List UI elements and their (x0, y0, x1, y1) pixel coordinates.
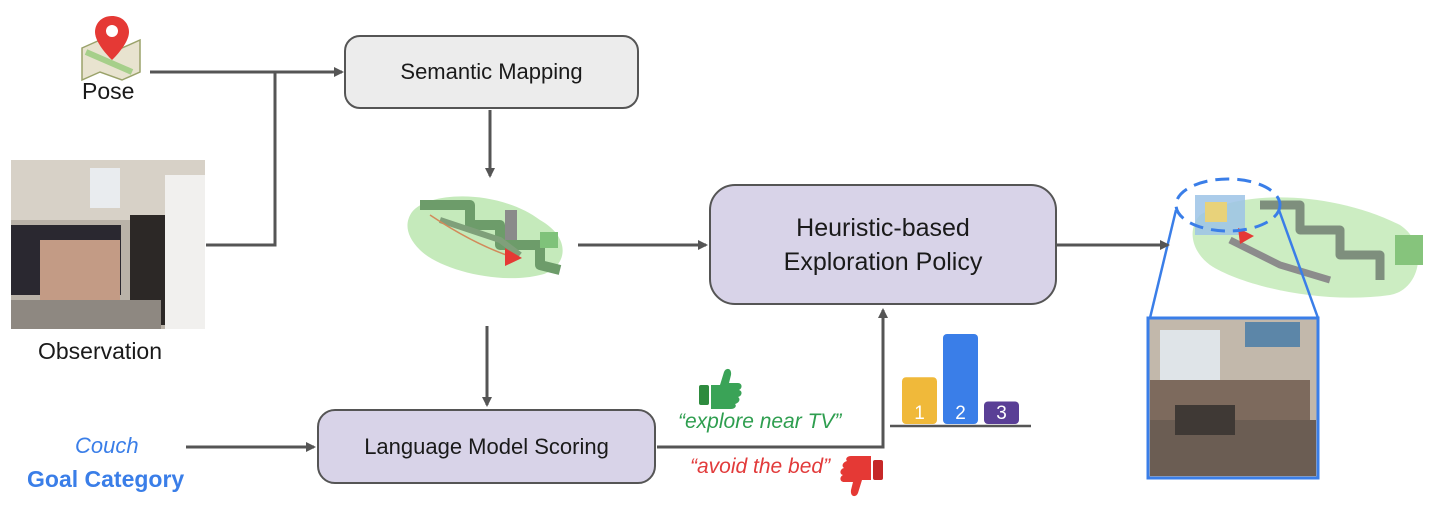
map-pin-icon (81, 16, 141, 82)
observation-label: Observation (38, 338, 163, 364)
output-map (1148, 177, 1423, 319)
lm-scoring-label: Language Model Scoring (364, 433, 609, 459)
observation-image (11, 160, 205, 329)
semantic-mapping-label: Semantic Mapping (400, 59, 583, 84)
pose-label: Pose (82, 78, 135, 104)
thumbs-down-icon (840, 456, 883, 497)
semantic-mapping-box: Semantic Mapping (344, 35, 639, 109)
semantic-map (407, 196, 563, 279)
score-bar-label-1: 1 (914, 403, 925, 424)
thumbs-up-icon (699, 368, 742, 409)
lm-scoring-box: Language Model Scoring (317, 409, 656, 484)
score-bar-label-2: 2 (955, 403, 966, 424)
negative-feedback: “avoid the bed” (690, 455, 831, 478)
score-chart: 1 2 3 (902, 334, 1019, 424)
score-bar-2 (943, 334, 978, 424)
output-image (1146, 316, 1320, 480)
score-bar-3 (984, 401, 1019, 424)
flow-arrows (150, 67, 1170, 452)
positive-feedback: “explore near TV” (678, 410, 842, 433)
goal-category-label: Goal Category (27, 466, 185, 492)
exploration-policy-label-line1: Heuristic-based (796, 213, 970, 242)
score-bar-1 (902, 377, 937, 424)
exploration-policy-box: Heuristic-based Exploration Policy (709, 184, 1057, 305)
goal-value: Couch (75, 433, 139, 458)
exploration-policy-label-line2: Exploration Policy (783, 247, 983, 276)
score-bar-label-3: 3 (996, 403, 1007, 424)
